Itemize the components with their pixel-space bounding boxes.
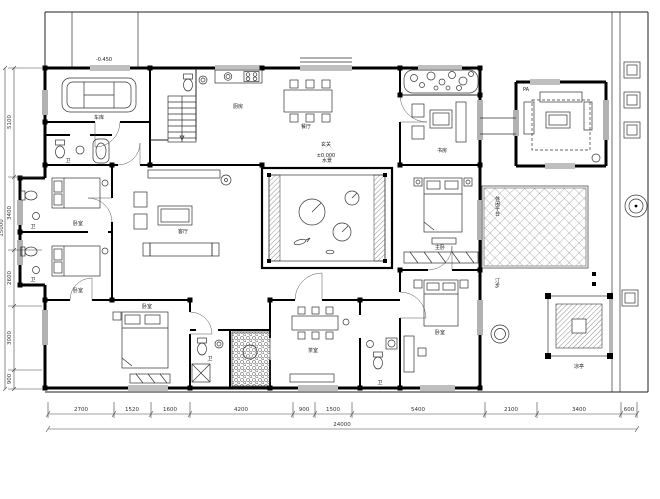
label-bedroom-2: 卧室 (73, 287, 83, 294)
label-bedroom-1: 卧室 (73, 220, 83, 227)
windows (17, 65, 483, 391)
label-steps: 汀步 (494, 277, 500, 289)
stepping-squares (592, 61, 641, 307)
label-bath-5: 卫 (377, 380, 382, 386)
label-annex: PA (523, 87, 530, 93)
annex (480, 79, 609, 169)
label-deck: 休闲平台 (494, 195, 500, 217)
bedroom-bottom-left (112, 311, 171, 384)
dim-l-1: 3400 (7, 206, 13, 220)
bath-small (366, 337, 398, 370)
door-arcs (69, 94, 453, 335)
master-bedroom (403, 177, 479, 264)
label-bath-1: 卫 (65, 158, 70, 164)
label-bedroom-3: 卧室 (142, 303, 152, 310)
dimension-left: 5100 3400 2600 3000 900 15000 (0, 65, 42, 392)
label-elev1: -0.450 (96, 57, 112, 63)
dimension-bottom: 2700 1520 1600 4200 900 1500 5400 2100 3… (45, 402, 640, 433)
study-furniture (411, 101, 467, 143)
dim-l-4: 900 (7, 373, 13, 384)
dim-b-8: 3400 (572, 407, 586, 413)
label-master: 主卧 (435, 244, 445, 251)
water-feature (260, 166, 394, 270)
tree-bottom (490, 324, 510, 344)
dim-b-1: 1520 (125, 407, 139, 413)
label-garage: 车库 (94, 114, 104, 121)
dim-b-3: 4200 (234, 407, 248, 413)
label-bedroom-4: 卧室 (435, 329, 445, 336)
tea-room (289, 306, 350, 383)
label-tea: 茶室 (308, 347, 318, 354)
label-dining: 餐厅 (301, 123, 311, 130)
dim-b-7: 2100 (504, 407, 518, 413)
patio (481, 185, 589, 269)
label-entry: 玄关 (321, 141, 331, 148)
room-labels: 车库 厨房 餐厅 客厅 水景 主卧 书房 卧室 卧室 卧室 卧室 卫 卫 卫 卫… (30, 57, 584, 386)
label-study: 书房 (437, 147, 447, 154)
garden-bed (403, 69, 479, 94)
label-elev0: ±0.000 (317, 153, 336, 159)
site-boundary (44, 11, 649, 393)
tree-right (624, 194, 648, 218)
label-bath-4: 卫 (207, 356, 212, 362)
label-kitchen: 厨房 (233, 103, 243, 110)
dim-l-0: 5100 (7, 115, 13, 129)
label-living: 客厅 (178, 228, 188, 235)
kitchen-counter (214, 69, 263, 84)
label-pavilion: 凉亭 (574, 363, 584, 370)
pebble-court (231, 331, 271, 387)
columns (17, 65, 483, 391)
bedroom-left-2 (51, 245, 109, 277)
car (61, 77, 137, 113)
dim-b-0: 2700 (74, 407, 88, 413)
bath-left (55, 138, 110, 164)
bedroom-left-1 (51, 177, 109, 209)
label-water: 水景 (322, 157, 332, 164)
dim-l-total: 15000 (0, 219, 5, 237)
pavilion (545, 293, 613, 359)
dining-table (283, 79, 333, 123)
label-bath-3: 卫 (30, 277, 35, 283)
dim-l-2: 2600 (7, 271, 13, 285)
dim-b-4: 900 (299, 407, 310, 413)
stairs (167, 95, 197, 143)
garage (61, 77, 137, 113)
dim-b-6: 5400 (411, 407, 425, 413)
dim-b-5: 1500 (326, 407, 340, 413)
wing-bath-top (20, 190, 40, 220)
dim-b-9: 600 (624, 407, 635, 413)
wing-bath-bottom (20, 246, 40, 274)
label-bath-2: 卫 (30, 224, 35, 230)
bedroom-bottom-right (403, 279, 469, 373)
toilet (183, 73, 208, 92)
bath-bottom (191, 337, 224, 383)
dim-b-2: 1600 (163, 407, 177, 413)
living-room (133, 169, 232, 257)
dim-b-total: 24000 (333, 422, 351, 428)
dim-l-3: 3000 (7, 331, 13, 345)
